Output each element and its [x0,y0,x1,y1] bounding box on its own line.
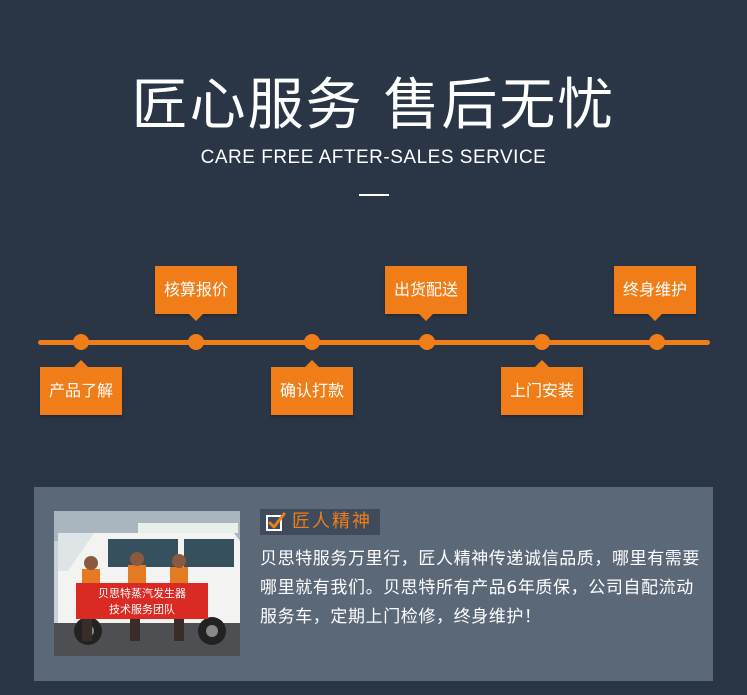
badge-label: 匠人精神 [292,511,372,532]
service-team-photo: 贝思特蒸汽发生器 技术服务团队 [54,511,240,656]
timeline-dot [649,334,665,350]
checkbox-check-icon [266,512,286,531]
timeline-step-delivery: 出货配送 [385,266,467,321]
page-title: 匠心服务 售后无忧 [131,73,616,138]
timeline-step-quote: 核算报价 [155,266,237,321]
service-card: 贝思特蒸汽发生器 技术服务团队 匠人精神 贝思特服务万里行，匠人精神传递诚信品质… [34,487,713,681]
timeline-step-payment: 确认打款 [271,360,353,415]
craftsman-badge: 匠人精神 [260,509,380,535]
page-subtitle: CARE FREE AFTER-SALES SERVICE [200,147,547,168]
timeline-dot [304,334,320,350]
service-description: 贝思特服务万里行，匠人精神传递诚信品质，哪里有需要哪里就有我们。贝思特所有产品6… [260,549,700,627]
title-divider [359,194,389,196]
timeline-step-installation: 上门安装 [501,360,583,415]
timeline-dot [419,334,435,350]
timeline-line [38,340,710,345]
service-van-illustration: 贝思特蒸汽发生器 技术服务团队 [54,511,240,656]
timeline-dot [73,334,89,350]
photo-banner-line1: 贝思特蒸汽发生器 [98,586,186,600]
timeline-dot [534,334,550,350]
photo-banner-line2: 技术服务团队 [109,602,175,616]
timeline-step-maintenance: 终身维护 [614,266,696,321]
timeline-step-understand: 产品了解 [40,360,122,415]
timeline-dot [188,334,204,350]
